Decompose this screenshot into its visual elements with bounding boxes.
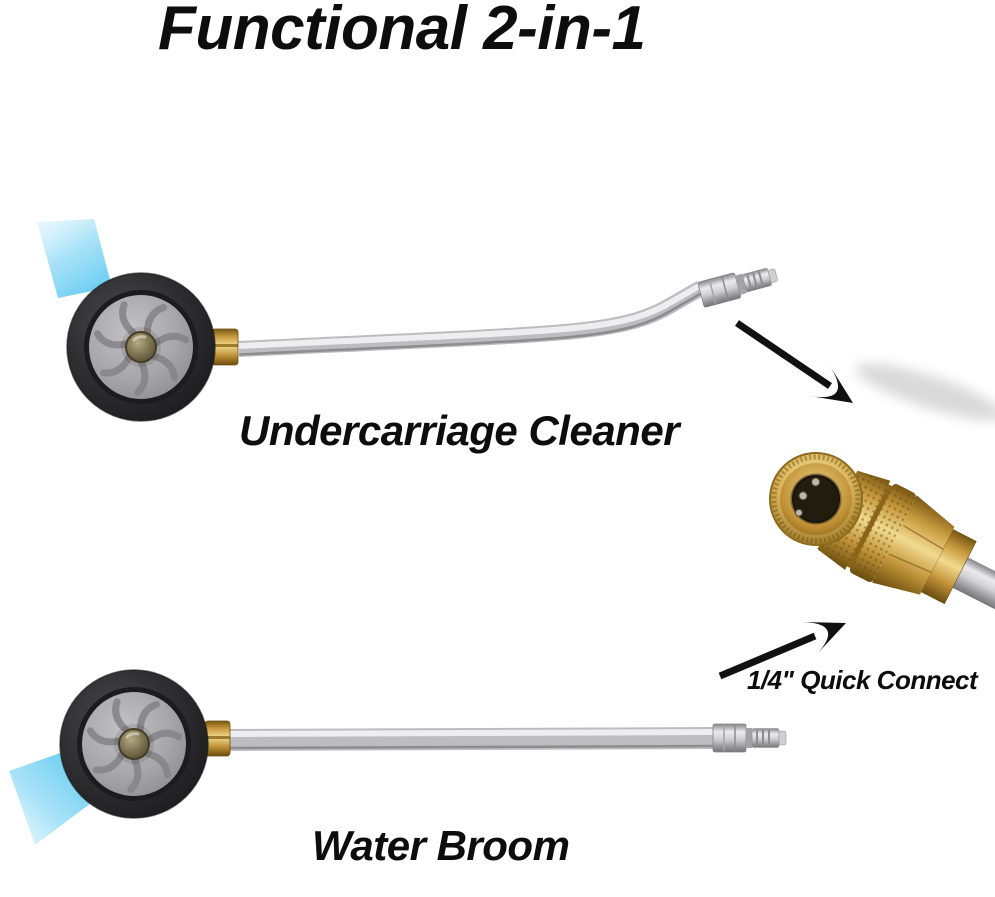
main-title: Functional 2-in-1 [158,0,646,63]
quick-connect-plug-top [697,268,778,308]
brass-fitting-bottom [204,720,231,757]
wand-tube-top [238,281,705,357]
water-broom-wand [9,670,787,845]
water-broom-label: Water Broom [312,822,570,869]
brass-fitting-top [211,328,239,366]
roller-head-top [67,273,215,421]
arrow-to-connector-bottom [718,622,846,680]
wand-tube-bottom [229,727,715,751]
arrow-to-connector-top [735,320,853,403]
undercarriage-cleaner-wand [37,219,778,421]
quick-connect-plug-bottom [712,723,787,753]
coupler-shadow [855,363,995,421]
coupler-hex-body [872,495,977,605]
quick-connect-label: 1/4" Quick Connect [747,665,978,695]
coupler-face [769,452,863,546]
undercarriage-cleaner-label: Undercarriage Cleaner [239,407,680,454]
spray-fan-top [37,219,112,298]
coupler-steel-stub [949,556,995,627]
roller-head-bottom [60,670,208,818]
coupler-pins [795,477,821,517]
quick-connect-coupler [769,452,995,627]
